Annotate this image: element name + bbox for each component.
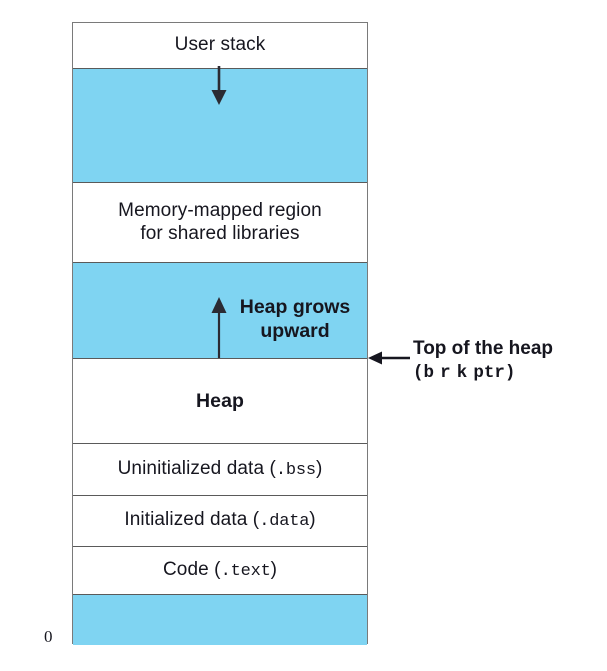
segment-reserved-low-memory — [73, 595, 367, 645]
segment-data-section-name: .data — [259, 512, 310, 532]
segment-user-stack-label: User stack — [174, 34, 266, 56]
segment-memory-mapped-region: Memory-mapped region for shared librarie… — [73, 183, 367, 263]
brk-pointer-arrow — [368, 351, 410, 365]
segment-memory-mapped-region-label: Memory-mapped region for shared librarie… — [118, 200, 322, 244]
segment-bss-section-name: .bss — [275, 460, 316, 480]
segment-data: Initialized data (.data) — [73, 496, 367, 547]
segment-heap-label: Heap — [195, 389, 245, 412]
address-space-column: User stack Memory-mapped region for shar… — [72, 22, 368, 645]
brk-keyword: brk — [423, 362, 474, 383]
top-of-heap-line2: (brkptr) — [413, 362, 516, 383]
segment-stack-gap — [73, 69, 367, 183]
heap-grows-upward-label: Heap grows upward — [239, 296, 351, 342]
segment-text: Code (.text) — [73, 547, 367, 595]
top-of-heap-line1: Top of the heap — [413, 338, 554, 359]
segment-text-section-name: .text — [220, 561, 271, 581]
segment-text-label: Code (.text) — [162, 558, 278, 581]
segment-data-label: Initialized data (.data) — [124, 509, 316, 532]
zero-address-label: 0 — [44, 627, 53, 646]
segment-bss: Uninitialized data (.bss) — [73, 444, 367, 496]
segment-user-stack: User stack — [73, 23, 367, 69]
segment-heap: Heap — [73, 359, 367, 444]
ptr-keyword: ptr — [473, 362, 505, 383]
top-of-heap-annotation: Top of the heap (brkptr) — [413, 336, 603, 385]
segment-bss-label: Uninitialized data (.bss) — [117, 457, 323, 480]
